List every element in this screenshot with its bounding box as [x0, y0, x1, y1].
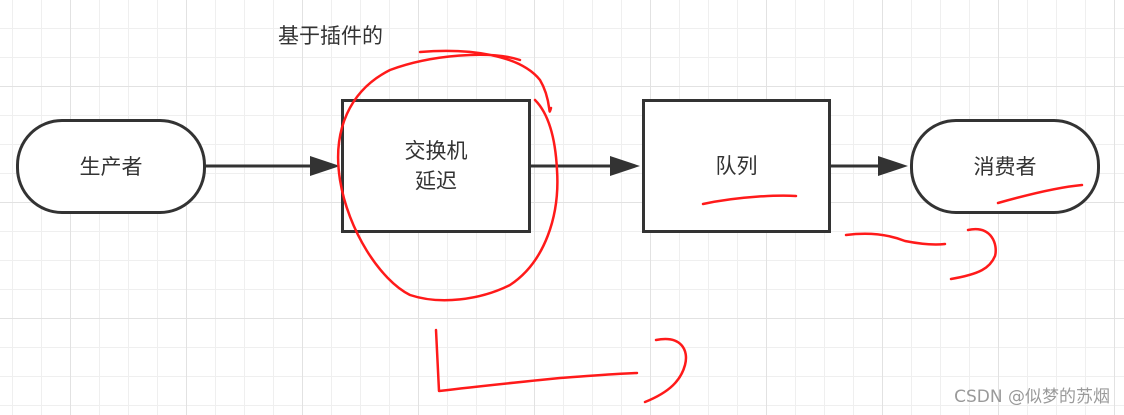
- edge-queue-consumer: [831, 156, 908, 176]
- producer-label: 生产者: [79, 154, 143, 179]
- producer-node: 生产者: [16, 119, 206, 214]
- consumer-node: 消费者: [910, 119, 1100, 214]
- arrowhead-icon: [310, 156, 340, 176]
- l-shape-bottom: [434, 328, 639, 393]
- consumer-label: 消费者: [973, 154, 1037, 179]
- edge-producer-exchange: [206, 156, 340, 176]
- csdn-watermark: CSDN @似梦的苏烟: [954, 387, 1110, 407]
- queue-label: 队列: [715, 154, 758, 178]
- curve-right-upper: [844, 232, 947, 246]
- arrowhead-icon: [610, 156, 640, 176]
- plugin-annotation-label: 基于插件的: [278, 24, 383, 48]
- arrowhead-icon: [878, 156, 908, 176]
- hook-bottom: [643, 337, 688, 404]
- exchange-delay-node: 交换机 延迟: [341, 99, 531, 233]
- edge-exchange-queue: [531, 156, 640, 176]
- queue-node: 队列: [642, 99, 831, 233]
- hook-right-upper: [949, 227, 997, 281]
- exchange-delay-label: 交换机 延迟: [404, 139, 468, 193]
